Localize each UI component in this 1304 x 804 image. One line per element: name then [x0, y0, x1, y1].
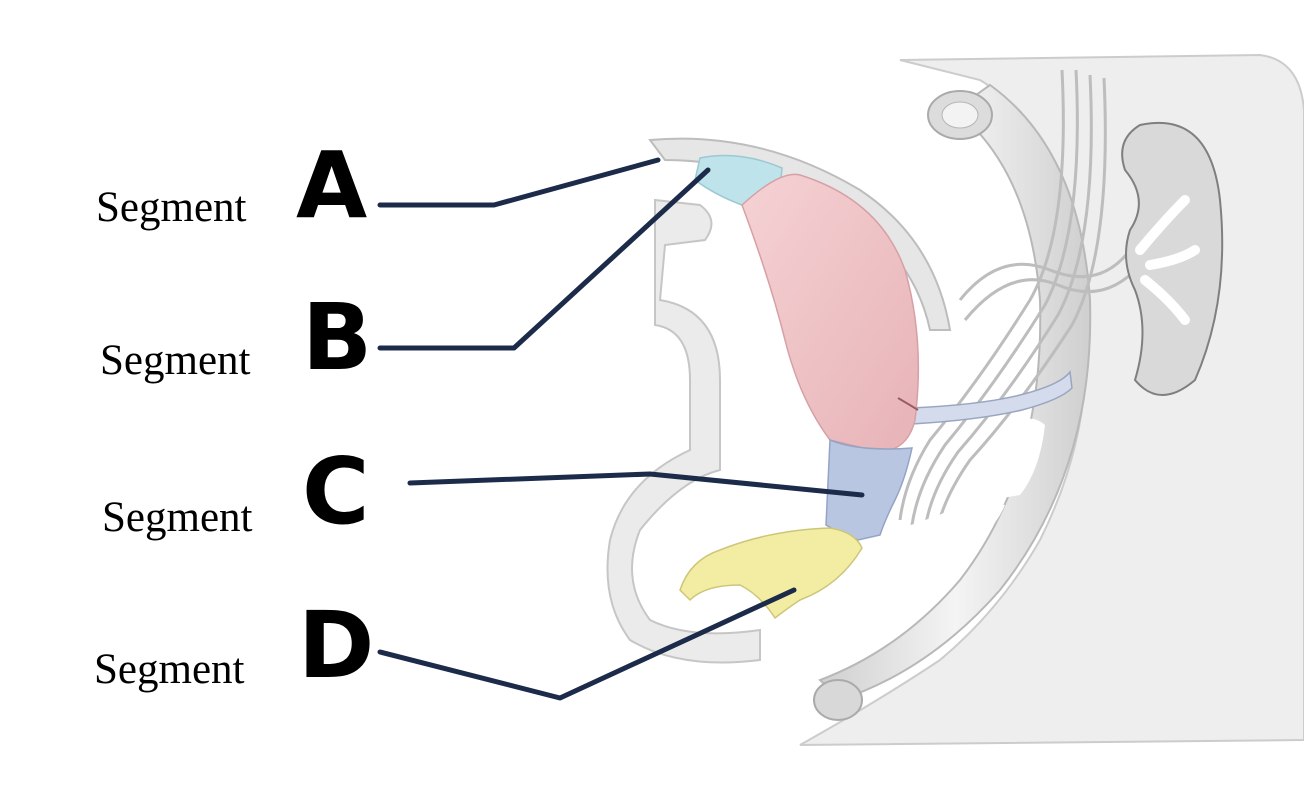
- segment-a-word: Segment: [96, 184, 247, 231]
- leader-lines: [377, 157, 865, 701]
- segment-d-region: [679, 527, 863, 620]
- segment-a-letter: A: [296, 132, 368, 239]
- segment-b-word: Segment: [100, 337, 251, 384]
- segment-c-region: [825, 438, 913, 541]
- ureter: [909, 370, 1073, 425]
- segment-d-word: Segment: [94, 646, 245, 693]
- leader-line-c: [407, 471, 865, 498]
- abdominal-wall: [606, 198, 761, 664]
- segment-b-letter: B: [302, 284, 373, 391]
- leader-line-a: [377, 157, 661, 208]
- anal-opening: [813, 679, 863, 721]
- white-cutout-upper: [988, 418, 1045, 500]
- segment-b-region: [741, 173, 920, 453]
- leader-line-d: [377, 587, 797, 701]
- segment-c-letter: C: [302, 438, 370, 545]
- leader-line-b: [377, 167, 711, 351]
- white-cutout-lower: [880, 500, 1005, 560]
- bowel-opening-inner: [941, 101, 979, 129]
- renal-pelvis: [1135, 195, 1200, 325]
- ureteric-orifice: [897, 397, 919, 411]
- segment-c-word: Segment: [102, 494, 253, 541]
- segment-d-letter: D: [298, 592, 375, 699]
- vessel-bundle: [898, 69, 1142, 536]
